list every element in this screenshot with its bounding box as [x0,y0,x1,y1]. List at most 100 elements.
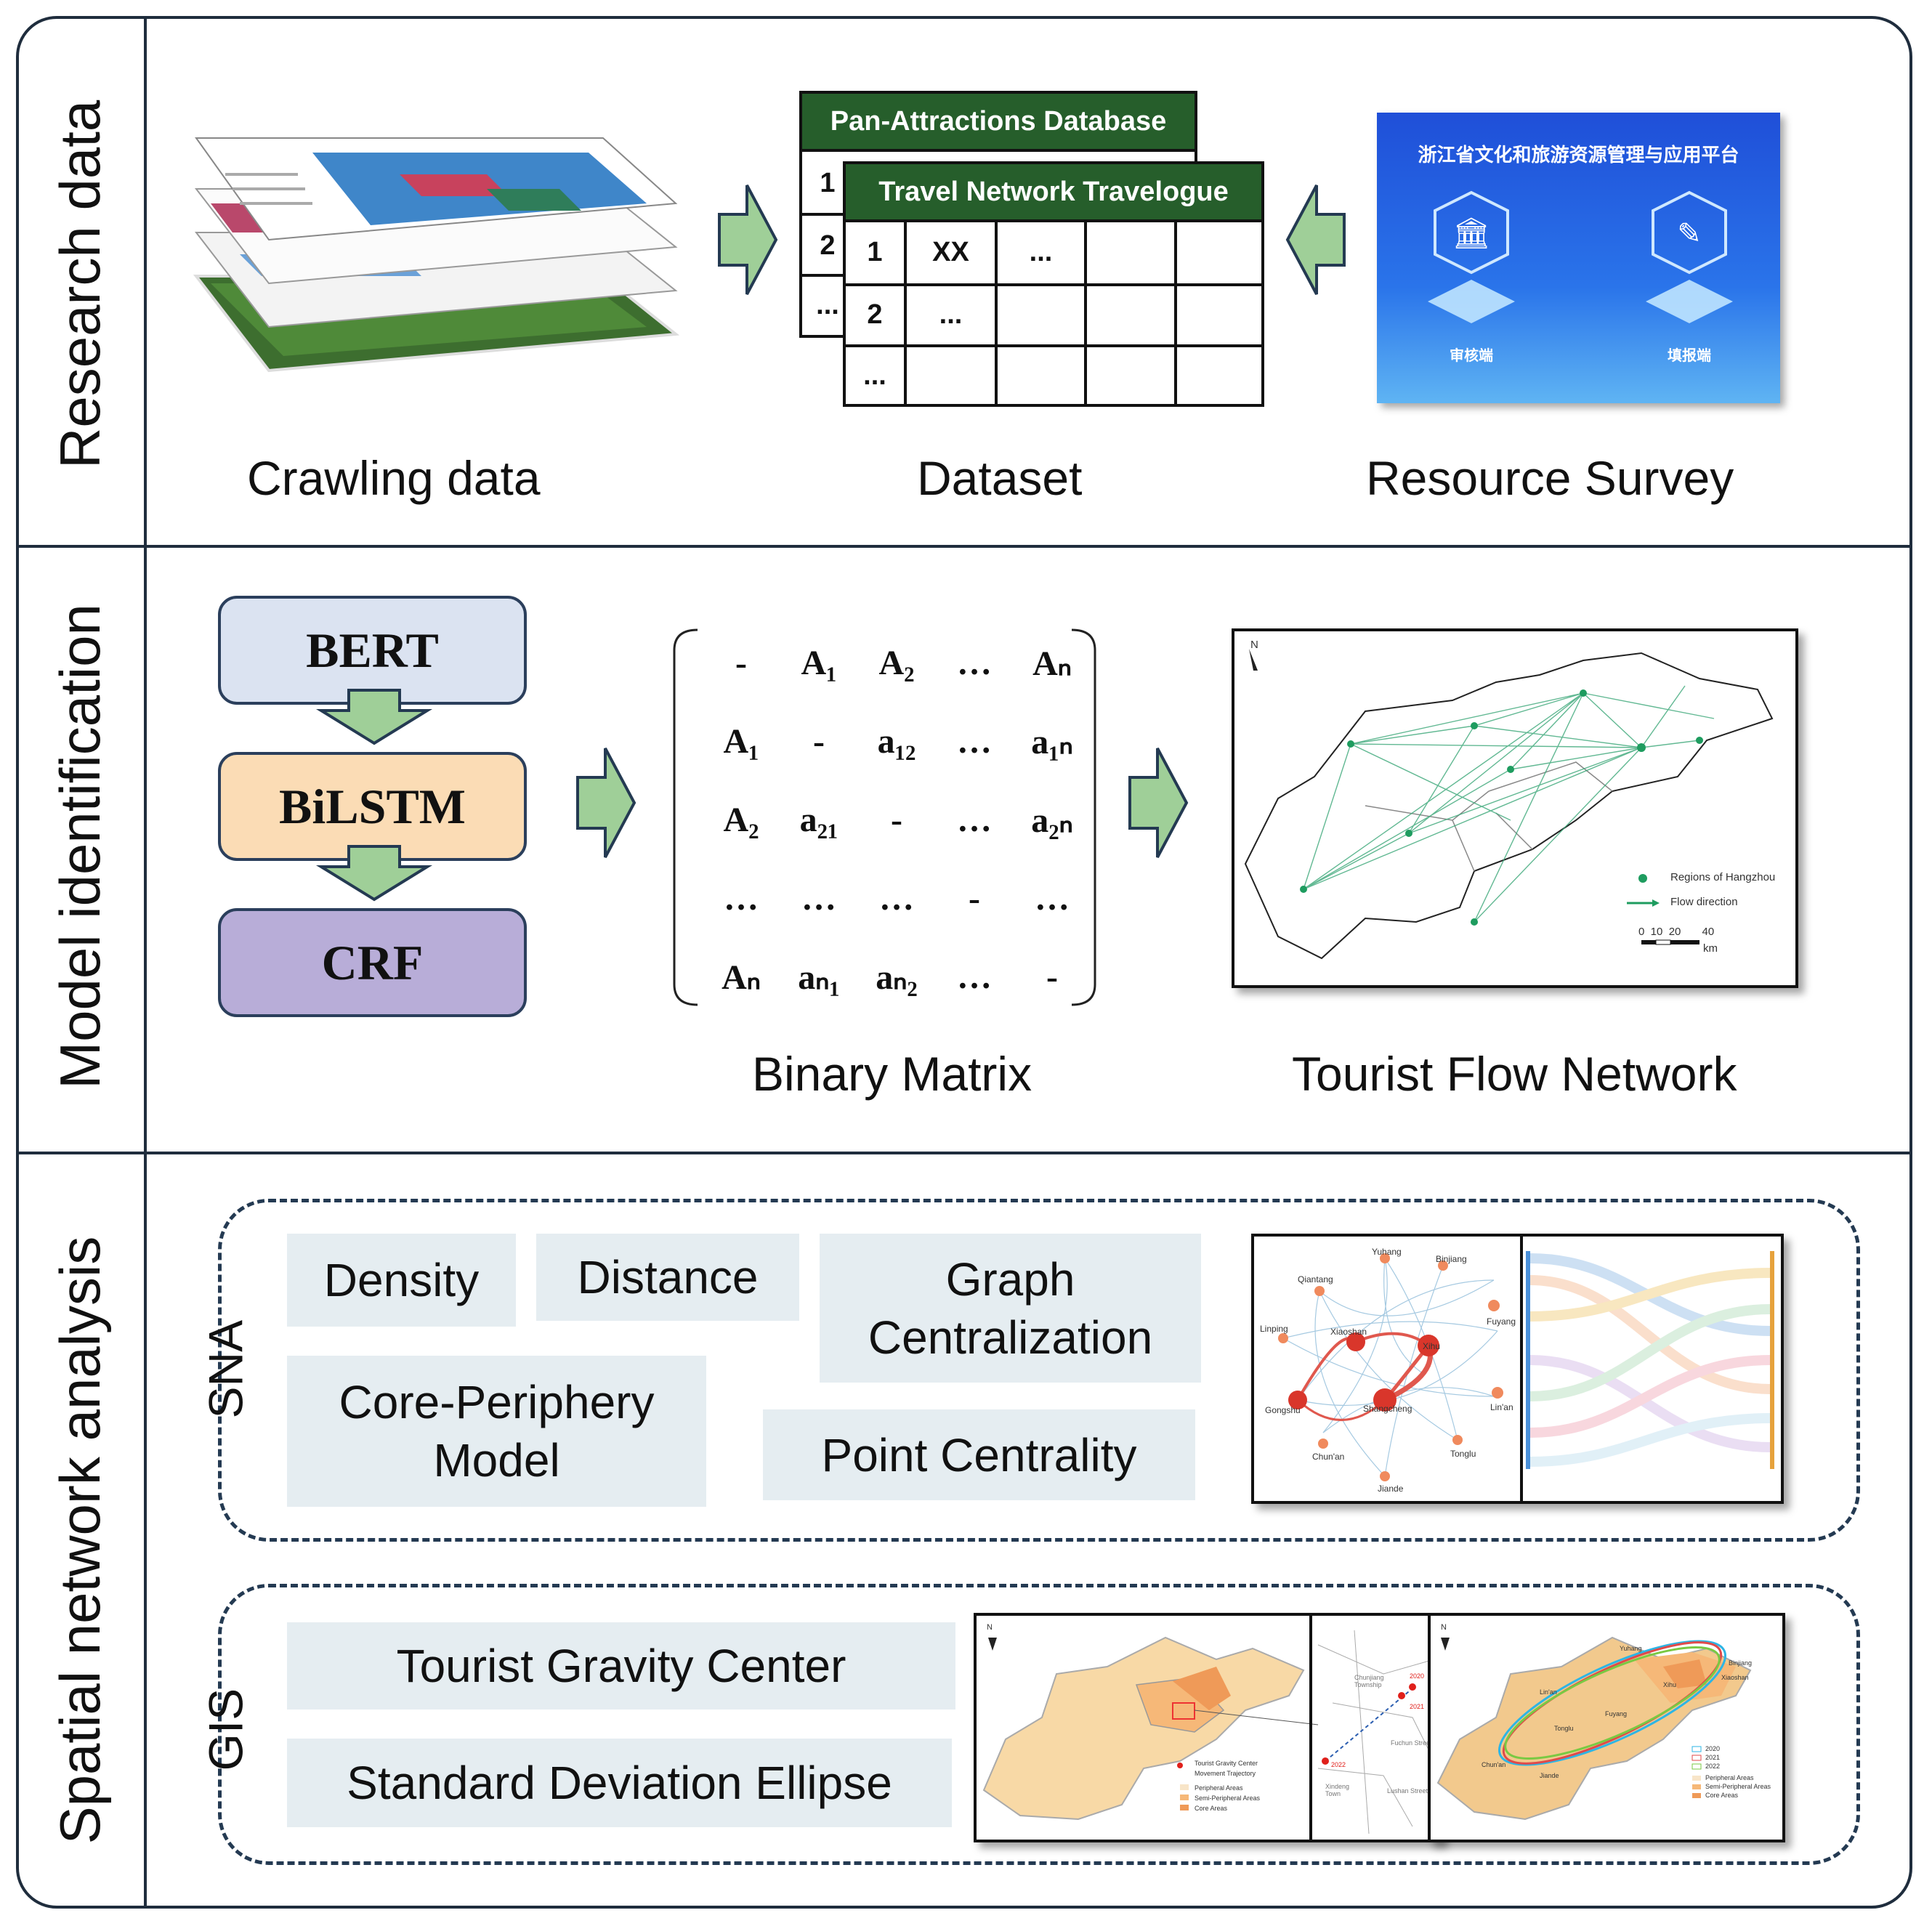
metric-point-centrality: Point Centrality [763,1409,1195,1500]
bert-box: BERT [218,596,527,705]
sna-node-xihu: Xihu [1423,1341,1441,1351]
gis-legend-gravity: Tourist Gravity Center [1195,1760,1258,1767]
arrow-survey-to-dataset [1285,185,1346,295]
matrix-cell: a₂₁ [799,801,838,839]
caption-resource-survey: Resource Survey [1366,451,1734,505]
sna-node-xiaoshan: Xiaoshan [1330,1327,1367,1337]
matrix-cell: … [724,879,759,918]
map-scale-bar: 0 10 20 40 [1638,926,1715,938]
matrix-cell: A₁ [723,722,759,761]
arrow-bilstm-to-crf [315,845,433,902]
db-front-r2c1: 2 [867,299,883,330]
metric-core-periphery-model: Core-Periphery Model [287,1356,706,1507]
map-north-arrow: N [1250,639,1258,651]
pan-attractions-db-title: Pan-Attractions Database [799,91,1197,152]
sde-place-fuyang: Fuyang [1605,1710,1628,1717]
sna-node-linping: Linping [1260,1324,1288,1334]
metric-distance: Distance [536,1234,799,1321]
sde-legend-2020: 2020 [1705,1745,1721,1752]
gis-legend-core: Core Areas [1195,1805,1228,1812]
arrow-bert-to-bilstm [315,689,433,745]
sna-node-binjiang: Binjiang [1436,1254,1467,1264]
caption-tourist-flow-network: Tourist Flow Network [1292,1047,1737,1101]
row-label-research-data: Research data [48,100,112,469]
matrix-brackets [673,628,1096,1006]
sde-legend-2022: 2022 [1705,1763,1721,1770]
outer-frame [16,16,1912,1909]
matrix-cell: a₁ₙ [1031,723,1073,761]
db-back-row-2: 2 [820,230,836,261]
sna-node-gongshu: Gongshu [1265,1405,1301,1415]
matrix-cell: - [1046,958,1058,996]
matrix-cell: a₂ₙ [1031,801,1073,840]
gis-zoom-chunjiang: Chunjiang Township [1354,1674,1384,1688]
gis-group [218,1584,1860,1865]
gis-legend-trajectory: Movement Trajectory [1195,1770,1256,1777]
db-front-r2c2: ... [939,299,963,330]
gravity-center-map: N Tourist Gravity Center Movement Trajec… [974,1613,1442,1842]
gis-north-2: N [1441,1623,1447,1632]
sde-place-tonglu: Tonglu [1554,1725,1574,1732]
method-tourist-gravity-center: Tourist Gravity Center [287,1622,955,1709]
label-column-divider [144,17,147,1907]
matrix-cell: A₂ [878,644,915,682]
sna-node-fuyang: Fuyang [1487,1316,1516,1327]
svg-text:✎: ✎ [1677,218,1702,250]
map-legend-flow: Flow direction [1670,896,1738,908]
gis-label: GIS [198,1688,253,1771]
bilstm-box: BiLSTM [218,752,527,861]
sna-network-figure: Yuhang Binjiang Fuyang Lin'an Tonglu Jia… [1251,1234,1784,1504]
matrix-cell: Aₙ [1032,644,1072,683]
matrix-cell: … [957,644,992,682]
sna-node-shangcheng: Shangcheng [1363,1404,1412,1414]
caption-crawling-data: Crawling data [247,451,541,505]
sde-place-xihu: Xihu [1663,1681,1677,1688]
map-legend-regions: Regions of Hangzhou [1670,871,1776,883]
db-front-r1c1: 1 [867,237,883,267]
gis-legend-semi-peripheral: Semi-Peripheral Areas [1195,1795,1261,1802]
arrow-model-to-matrix [576,748,636,858]
sde-map: N Yuhang Lin'an Fuyang Tonglu Chun'an Ji… [1428,1613,1785,1842]
flow-network-map [1244,649,1774,960]
gis-year-2020: 2020 [1410,1672,1425,1680]
db-back-row-1: 1 [820,168,836,198]
row-label-spatial-network-analysis: Spatial network analysis [48,1236,112,1845]
caption-dataset: Dataset [917,451,1083,505]
sna-label: SNA [198,1319,253,1419]
sna-node-jiande: Jiande [1378,1484,1404,1494]
sde-place-yuhang: Yuhang [1620,1645,1642,1652]
sde-place-linan: Lin'an [1540,1688,1557,1696]
matrix-cell: A₂ [723,801,759,839]
sna-group [218,1199,1860,1542]
sde-legend-peripheral: Peripheral Areas [1705,1774,1754,1781]
gis-zoom-lushan: Lushan Street [1387,1787,1428,1795]
gravity-center-graphic [982,1616,1435,1840]
sna-node-chunan: Chun'an [1312,1452,1345,1462]
matrix-cell: aₙ₂ [876,958,918,997]
matrix-cell: … [1035,879,1070,918]
matrix-cell: … [801,879,836,918]
resource-platform-screenshot: 浙江省文化和旅游资源管理与应用平台 🏛 ✎ 审核端 填报端 [1377,113,1780,403]
db-front-r3c1: ... [863,360,886,391]
matrix-cell: - [891,801,902,839]
matrix-cell: Aₙ [722,958,761,997]
matrix-cell: aₙ₁ [798,958,840,997]
gis-north-1: N [987,1623,993,1632]
gis-zoom-xindeng: Xindeng Town [1325,1783,1350,1797]
method-standard-deviation-ellipse: Standard Deviation Ellipse [287,1739,952,1827]
arrow-matrix-to-network [1128,748,1189,858]
row-divider-2 [17,1152,1911,1154]
matrix-cell: … [957,722,992,761]
svg-text:🏛: 🏛 [1452,216,1490,250]
webpage-stack-illustration [193,137,680,373]
metric-graph-centralization: Graph Centralization [820,1234,1201,1383]
travelogue-db-table: 1 XX ... 2 ... ... [843,219,1264,407]
platform-title: 浙江省文化和旅游资源管理与应用平台 [1418,145,1739,166]
gis-zoom-fuchun: Fuchun Street [1391,1739,1432,1747]
caption-binary-matrix: Binary Matrix [752,1047,1032,1101]
platform-icons: 🏛 ✎ [1428,190,1733,323]
matrix-cell: - [969,879,980,918]
matrix-cell: a₁₂ [877,722,916,761]
sna-node-linan: Lin'an [1490,1402,1513,1412]
